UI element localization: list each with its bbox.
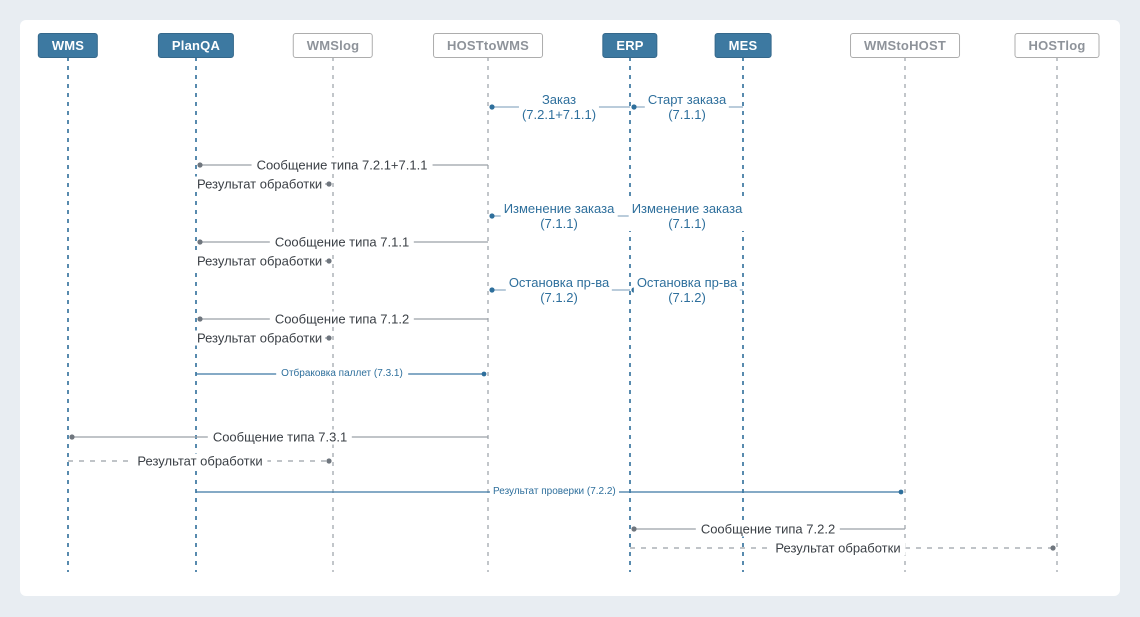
message-label-zakaz: Заказ (7.2.1+7.1.1) xyxy=(518,92,600,122)
actor-planqa: PlanQA xyxy=(157,33,235,58)
actor-hostlog: HOSTlog xyxy=(1014,33,1100,58)
actor-wmslog: WMSlog xyxy=(292,33,374,58)
message-label-rezultat-obrabotki-3: Результат обработки xyxy=(194,330,326,346)
message-label-soobshchenie-711: Сообщение типа 7.1.1 xyxy=(269,234,415,250)
message-label-ostanovka-1: Остановка пр-ва (7.1.2) xyxy=(505,275,613,305)
actor-mes: MES xyxy=(714,33,772,58)
actor-hosttowms: HOSTtoWMS xyxy=(433,33,543,58)
message-label-rezultat-obrabotki-2: Результат обработки xyxy=(194,253,326,269)
message-label-rezultat-proverki: Результат проверки (7.2.2) xyxy=(490,486,619,498)
message-label-soobshchenie-722: Сообщение типа 7.2.2 xyxy=(695,521,841,537)
actor-wms: WMS xyxy=(37,33,99,58)
actor-erp: ERP xyxy=(602,33,658,58)
message-label-soobshchenie-721-711: Сообщение типа 7.2.1+7.1.1 xyxy=(251,157,433,173)
message-label-izmenenie-zakaza-2: Изменение заказа (7.1.1) xyxy=(628,201,746,231)
actor-wmstohost: WMStoHOST xyxy=(850,33,960,58)
message-label-start-zakaza: Старт заказа (7.1.1) xyxy=(644,92,730,122)
message-label-soobshchenie-712: Сообщение типа 7.1.2 xyxy=(269,311,415,327)
message-label-rezultat-obrabotki-1: Результат обработки xyxy=(194,176,326,192)
message-label-rezultat-obrabotki-4: Результат обработки xyxy=(132,453,268,469)
message-line-14 xyxy=(68,458,332,464)
message-label-izmenenie-zakaza-1: Изменение заказа (7.1.1) xyxy=(500,201,618,231)
message-label-ostanovka-2: Остановка пр-ва (7.1.2) xyxy=(633,275,741,305)
message-label-soobshchenie-731: Сообщение типа 7.3.1 xyxy=(207,429,353,445)
message-label-otbrakovka-pallet: Отбраковка паллет (7.3.1) xyxy=(276,368,408,380)
message-label-rezultat-obrabotki-5: Результат обработки xyxy=(770,540,906,556)
